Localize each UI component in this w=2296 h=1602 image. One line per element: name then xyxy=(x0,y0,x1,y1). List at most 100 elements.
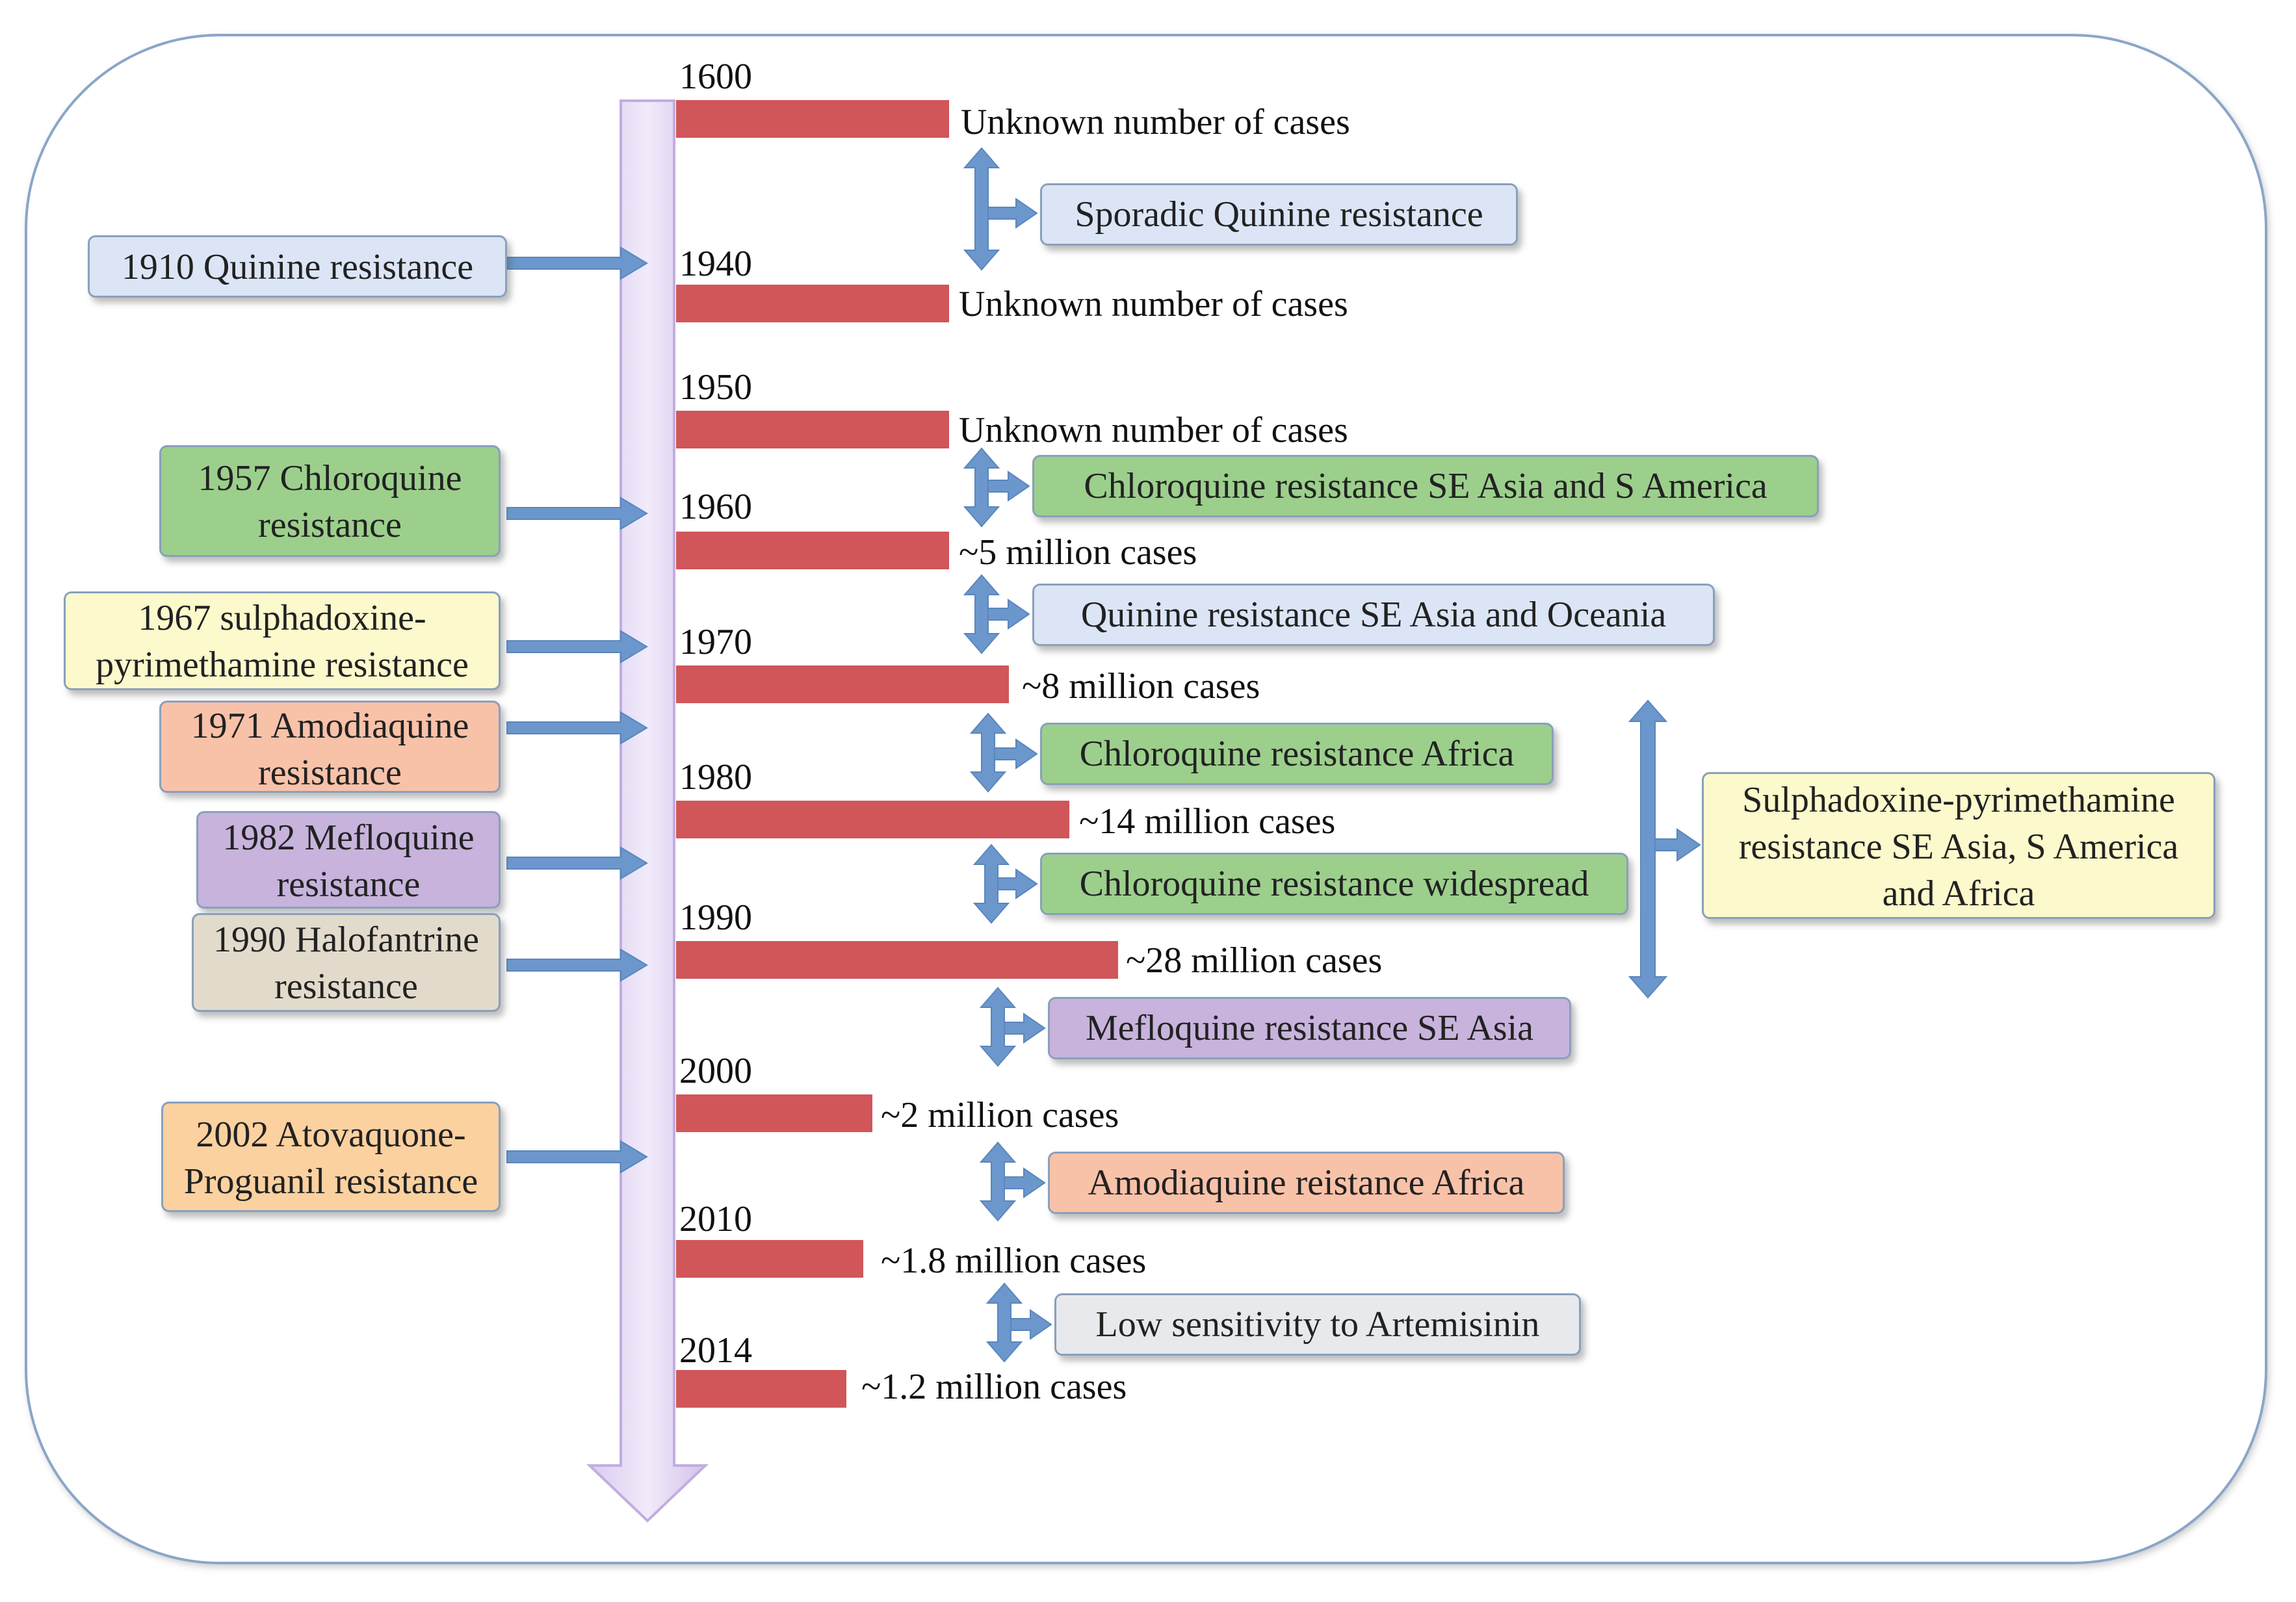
double-arrow-icon xyxy=(972,844,1038,924)
left-event-line: 1990 Halofantrine xyxy=(213,920,479,960)
double-arrow-icon xyxy=(969,712,1038,793)
right-arrow-icon xyxy=(506,630,648,664)
vertical-double-arrow xyxy=(979,987,1017,1067)
cases-bar xyxy=(676,1240,863,1278)
branch-arrow xyxy=(994,738,1038,769)
year-label: 1990 xyxy=(679,898,752,938)
cases-label: ~14 million cases xyxy=(1079,801,1336,842)
vertical-double-arrow xyxy=(979,1141,1017,1222)
left-connector-arrows xyxy=(506,246,648,1174)
double-arrow-icon xyxy=(963,447,1030,528)
branch-arrow xyxy=(1004,1167,1046,1198)
vertical-double-arrow xyxy=(969,712,1007,793)
right-event-chloroquine-se-asia: Chloroquine resistance SE Asia and S Ame… xyxy=(1032,455,1819,517)
year-label: 2010 xyxy=(679,1199,752,1239)
left-event-chloroquine: 1957 Chloroquine resistance xyxy=(159,445,501,557)
cases-bar xyxy=(676,1370,846,1408)
left-event-line: Proguanil resistance xyxy=(183,1161,478,1202)
left-event-line: 2002 Atovaquone- xyxy=(196,1115,466,1155)
double-arrow-icon xyxy=(985,1282,1052,1363)
cases-bar xyxy=(676,411,949,448)
cases-bar xyxy=(676,801,1069,838)
right-event-quinine-se-asia: Quinine resistance SE Asia and Oceania xyxy=(1032,584,1715,646)
right-arrow-icon xyxy=(506,846,648,880)
right-event-amodiaquine-africa: Amodiaquine reistance Africa xyxy=(1048,1152,1565,1214)
branch-arrow xyxy=(1004,1013,1046,1044)
left-event-line: 1957 Chloroquine xyxy=(198,458,462,498)
cases-label: ~1.2 million cases xyxy=(861,1367,1127,1407)
right-event-chloroquine-africa: Chloroquine resistance Africa xyxy=(1040,723,1554,785)
cases-bar xyxy=(676,532,949,569)
cases-bar xyxy=(676,665,1009,703)
right-event-mefloquine-se-asia: Mefloquine resistance SE Asia xyxy=(1048,997,1571,1059)
cases-bar xyxy=(676,1094,872,1132)
right-event-sporadic-quinine: Sporadic Quinine resistance xyxy=(1040,183,1518,246)
right-connector-arrows xyxy=(963,147,1052,1363)
year-label: 2000 xyxy=(679,1051,752,1091)
cases-label: Unknown number of cases xyxy=(961,102,1350,142)
rounded-frame xyxy=(25,34,2267,1564)
left-event-atovaquone-proguanil: 2002 Atovaquone- Proguanil resistance xyxy=(161,1102,501,1212)
branch-arrow xyxy=(1010,1309,1052,1340)
cases-label: Unknown number of cases xyxy=(959,284,1348,324)
left-event-line: 1982 Mefloquine xyxy=(222,818,475,858)
branch-arrow xyxy=(987,198,1038,229)
year-label: 1950 xyxy=(679,367,752,407)
right-event-chloroquine-widespread: Chloroquine resistance widespread xyxy=(1040,853,1628,915)
cases-bar xyxy=(676,100,949,138)
branch-arrow xyxy=(987,599,1030,630)
branch-arrow xyxy=(987,471,1030,502)
right-arrow-icon xyxy=(506,246,648,280)
branch-arrow xyxy=(997,868,1038,899)
far-double-arrow-icon xyxy=(1628,699,1668,999)
left-event-halofantrine: 1990 Halofantrine resistance xyxy=(192,913,501,1012)
left-event-sulphadoxine-pyrimethamine: 1967 sulphadoxine- pyrimethamine resista… xyxy=(64,591,501,690)
vertical-double-arrow xyxy=(985,1282,1023,1363)
year-label: 2014 xyxy=(679,1330,752,1371)
timeline-arrow xyxy=(586,99,709,1523)
year-label: 1960 xyxy=(679,487,752,527)
cases-label: ~1.8 million cases xyxy=(881,1241,1147,1281)
far-right-event-line: and Africa xyxy=(1882,873,2035,914)
left-event-line: 1967 sulphadoxine- xyxy=(138,598,426,638)
vertical-double-arrow xyxy=(963,447,1000,528)
cases-bar xyxy=(676,285,949,322)
right-arrow-icon xyxy=(506,1140,648,1174)
left-event-line: 1910 Quinine resistance xyxy=(121,247,474,287)
year-label: 1970 xyxy=(679,622,752,662)
right-arrow-icon xyxy=(506,948,648,982)
year-label: 1600 xyxy=(679,57,752,97)
left-event-line: resistance xyxy=(274,966,418,1007)
year-label: 1940 xyxy=(679,244,752,284)
left-event-line: 1971 Amodiaquine xyxy=(190,706,469,746)
double-arrow-icon xyxy=(963,147,1038,271)
left-event-line: resistance xyxy=(258,505,402,545)
vertical-double-arrow xyxy=(963,574,1000,654)
right-arrow-icon xyxy=(506,497,648,530)
left-event-line: resistance xyxy=(258,753,402,793)
left-event-amodiaquine: 1971 Amodiaquine resistance xyxy=(159,701,501,793)
far-right-event-sulphadoxine-pyrimethamine: Sulphadoxine-pyrimethamine resistance SE… xyxy=(1702,772,2215,919)
vertical-double-arrow xyxy=(963,147,1000,271)
cases-label: ~5 million cases xyxy=(959,532,1197,573)
right-event-artemisinin: Low sensitivity to Artemisinin xyxy=(1054,1293,1581,1356)
cases-label: ~2 million cases xyxy=(881,1095,1119,1135)
vertical-double-arrow xyxy=(972,844,1010,924)
cases-label: ~28 million cases xyxy=(1126,940,1383,981)
cases-label: Unknown number of cases xyxy=(959,410,1348,450)
right-arrow-icon xyxy=(506,711,648,745)
double-arrow-icon xyxy=(979,987,1046,1067)
double-arrow-icon xyxy=(963,574,1030,654)
timeline-shaft xyxy=(586,99,709,1523)
far-right-event-line: resistance SE Asia, S America xyxy=(1738,827,2179,867)
cases-label: ~8 million cases xyxy=(1022,666,1260,706)
left-event-quinine: 1910 Quinine resistance xyxy=(88,235,507,298)
far-right-event-line: Sulphadoxine-pyrimethamine xyxy=(1742,780,2175,820)
far-right-connector-arrow xyxy=(1628,699,1701,999)
cases-bar xyxy=(676,941,1118,979)
double-arrow-icon xyxy=(979,1141,1046,1222)
far-branch-arrow-icon xyxy=(1654,828,1701,862)
left-event-line: resistance xyxy=(276,864,421,905)
